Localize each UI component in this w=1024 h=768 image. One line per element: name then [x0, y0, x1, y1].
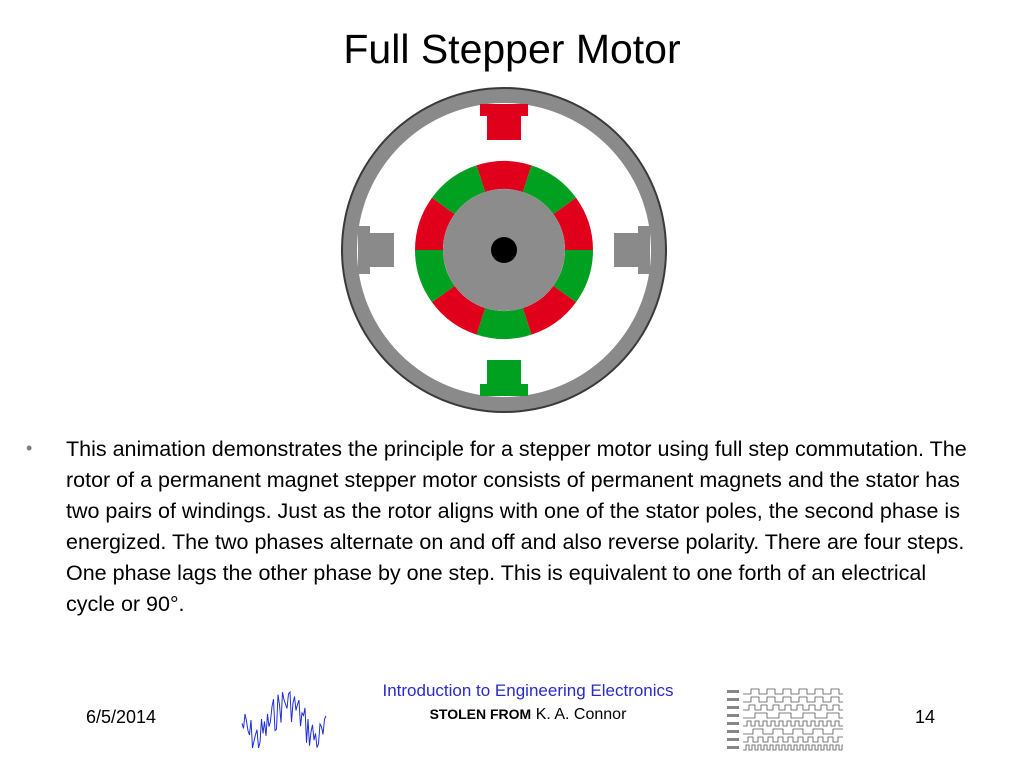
rotor-magnet-segment	[432, 285, 486, 335]
rotor-shaft	[491, 237, 517, 263]
timing-waveform	[743, 736, 843, 743]
rotor-magnet-segment	[476, 308, 532, 339]
stator-pole-bottom	[480, 360, 528, 396]
stator-pole-right	[614, 226, 650, 274]
timing-waveform	[743, 712, 843, 719]
rotor-magnet-segment	[432, 165, 486, 215]
rotor-magnet-segment	[522, 165, 576, 215]
timing-waveform	[743, 688, 843, 695]
footer-credit: STOLEN FROM K. A. Connor	[336, 706, 720, 724]
timing-waveform	[743, 744, 843, 751]
timing-row-label-mark	[727, 690, 739, 693]
timing-row-label-mark	[727, 714, 739, 717]
stolen-from-label: STOLEN FROM	[429, 706, 532, 722]
timing-row-label-mark	[727, 722, 739, 725]
timing-diagram-logo	[727, 688, 843, 751]
rotor-magnet-segment	[522, 285, 576, 335]
timing-row-label-mark	[727, 746, 739, 749]
rotor-magnet-segment	[553, 197, 593, 250]
rotor-magnet-segment	[415, 250, 455, 303]
stator-pole-top	[480, 104, 528, 140]
bullet-marker: •	[26, 438, 33, 458]
bullet-text: This animation demonstrates the principl…	[66, 437, 967, 616]
slide-number: 14	[915, 707, 936, 727]
timing-waveform	[743, 704, 843, 711]
footer-date: 6/5/2014	[86, 707, 157, 727]
timing-row-label-mark	[727, 738, 739, 741]
stator-pole-left	[358, 226, 394, 274]
timing-waveform	[743, 720, 843, 727]
rotor-magnet-segment	[553, 250, 593, 303]
footer-course-title: Introduction to Engineering Electronics	[382, 681, 674, 700]
timing-row-label-mark	[727, 730, 739, 733]
author-name: K. A. Connor	[535, 706, 627, 723]
timing-row-label-mark	[727, 698, 739, 701]
slide-title: Full Stepper Motor	[343, 26, 681, 72]
timing-row-label-mark	[727, 706, 739, 709]
rotor-magnet-segment	[415, 197, 455, 250]
noise-signal-logo	[241, 690, 327, 749]
timing-waveform	[743, 728, 843, 735]
rotor-magnet-segment	[476, 161, 532, 192]
stepper-motor-diagram	[341, 87, 667, 413]
timing-waveform	[743, 696, 843, 703]
